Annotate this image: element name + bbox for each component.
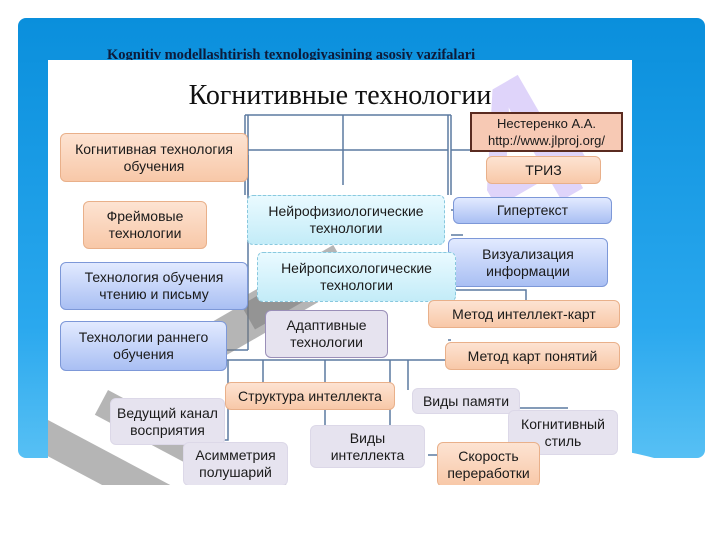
node-neuropsychological: Нейропсихологические технологии xyxy=(257,252,456,302)
node-cognitive-learning: Когнитивная технология обучения xyxy=(60,133,248,182)
node-concept-map: Метод карт понятий xyxy=(445,342,620,370)
node-early-learning: Технологии раннего обучения xyxy=(60,321,227,371)
node-frames: Фреймовые технологии xyxy=(83,201,207,249)
author-name: Нестеренко А.А. xyxy=(496,116,597,131)
node-intellect-structure: Структура интеллекта xyxy=(225,382,395,410)
node-mind-map: Метод интеллект-карт xyxy=(428,300,620,328)
node-reading-writing: Технология обучения чтению и письму xyxy=(60,262,248,310)
node-cognitive-style: Когнитивный стиль xyxy=(508,410,618,455)
slide-title: Kognitiv modellashtirish texnologiyasini… xyxy=(107,47,476,63)
node-hypertext: Гипертекст xyxy=(453,197,612,224)
node-neurophysiological: Нейрофизиологические технологии xyxy=(247,195,445,245)
node-visualization: Визуализация информации xyxy=(448,238,608,287)
node-intellect-types: Виды интеллекта xyxy=(310,425,425,468)
diagram-image: 4 Когнитивные технологии Нестеренко А.А.… xyxy=(48,60,632,485)
node-perception-channel: Ведущий канал восприятия xyxy=(110,398,225,445)
author-box: Нестеренко А.А. http://www.jlproj.org/ xyxy=(470,112,623,152)
node-memory-types: Виды памяти xyxy=(412,388,520,414)
author-url: http://www.jlproj.org/ xyxy=(487,133,606,148)
node-hemisphere-asymmetry: Асимметрия полушарий xyxy=(183,442,288,485)
node-triz: ТРИЗ xyxy=(486,156,601,184)
diagram-title: Когнитивные технологии xyxy=(188,80,492,111)
node-adaptive: Адаптивные технологии xyxy=(265,310,388,358)
node-processing-speed: Скорость переработки xyxy=(437,442,540,485)
